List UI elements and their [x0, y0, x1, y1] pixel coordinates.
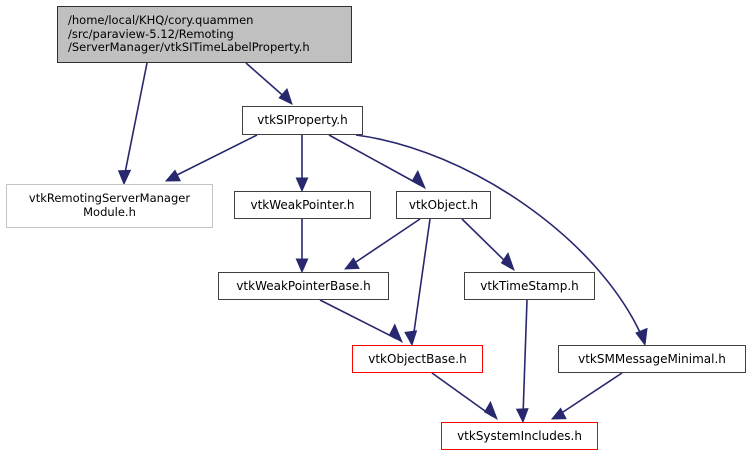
graph-node-weakpointerbase[interactable]: vtkWeakPointerBase.h [218, 272, 389, 300]
graph-arrowhead-objectbase-to-systemincludes [484, 400, 498, 421]
graph-arrowhead-object-to-weakpointerbase [343, 257, 360, 270]
graph-node-module: vtkRemotingServerManager Module.h [6, 184, 213, 228]
graph-node-weakpointer[interactable]: vtkWeakPointer.h [234, 191, 371, 219]
graph-edge-siproperty-to-smmessage [355, 134, 644, 340]
graph-arrowhead-weakpointer-to-weakpointerbase [295, 258, 309, 274]
graph-arrowhead-root-to-module [117, 169, 132, 186]
graph-edge-root-to-siproperty [245, 62, 289, 101]
graph-node-systemincludes[interactable]: vtkSystemIncludes.h [441, 422, 598, 450]
graph-arrowhead-root-to-siproperty [278, 88, 293, 105]
graph-node-object[interactable]: vtkObject.h [396, 191, 491, 219]
graph-arrowhead-siproperty-to-module [164, 169, 182, 182]
graph-edge-object-to-weakpointerbase [349, 218, 421, 267]
graph-node-objectbase[interactable]: vtkObjectBase.h [352, 345, 483, 373]
graph-node-root[interactable]: /home/local/KHQ/cory.quammen /src/paravi… [57, 6, 352, 63]
graph-edge-siproperty-to-module [170, 134, 258, 179]
graph-edge-object-to-objectbase [412, 218, 431, 340]
graph-arrowhead-object-to-timestamp [500, 252, 515, 272]
graph-edge-siproperty-to-object [328, 134, 421, 186]
graph-edge-smmessage-to-systemincludes [556, 372, 623, 417]
graph-node-siproperty[interactable]: vtkSIProperty.h [242, 106, 363, 135]
graph-arrowhead-timestamp-to-systemincludes [515, 408, 529, 424]
graph-edge-weakpointerbase-to-objectbase [319, 299, 398, 340]
graph-edge-object-to-timestamp [461, 218, 511, 267]
graph-arrowhead-siproperty-to-object [411, 169, 427, 190]
graph-arrowhead-weakpointerbase-to-objectbase [388, 323, 404, 344]
graph-node-timestamp[interactable]: vtkTimeStamp.h [464, 272, 595, 300]
graph-arrowhead-object-to-objectbase [404, 330, 418, 347]
graph-edge-objectbase-to-systemincludes [431, 372, 493, 417]
graph-node-smmessage[interactable]: vtkSMMessageMinimal.h [558, 345, 746, 373]
graph-arrowhead-siproperty-to-smmessage [635, 327, 648, 347]
graph-edge-timestamp-to-systemincludes [522, 299, 528, 417]
graph-edge-root-to-module [123, 62, 148, 179]
graph-arrowhead-siproperty-to-weakpointer [295, 177, 309, 193]
graph-arrowhead-smmessage-to-systemincludes [550, 407, 567, 420]
